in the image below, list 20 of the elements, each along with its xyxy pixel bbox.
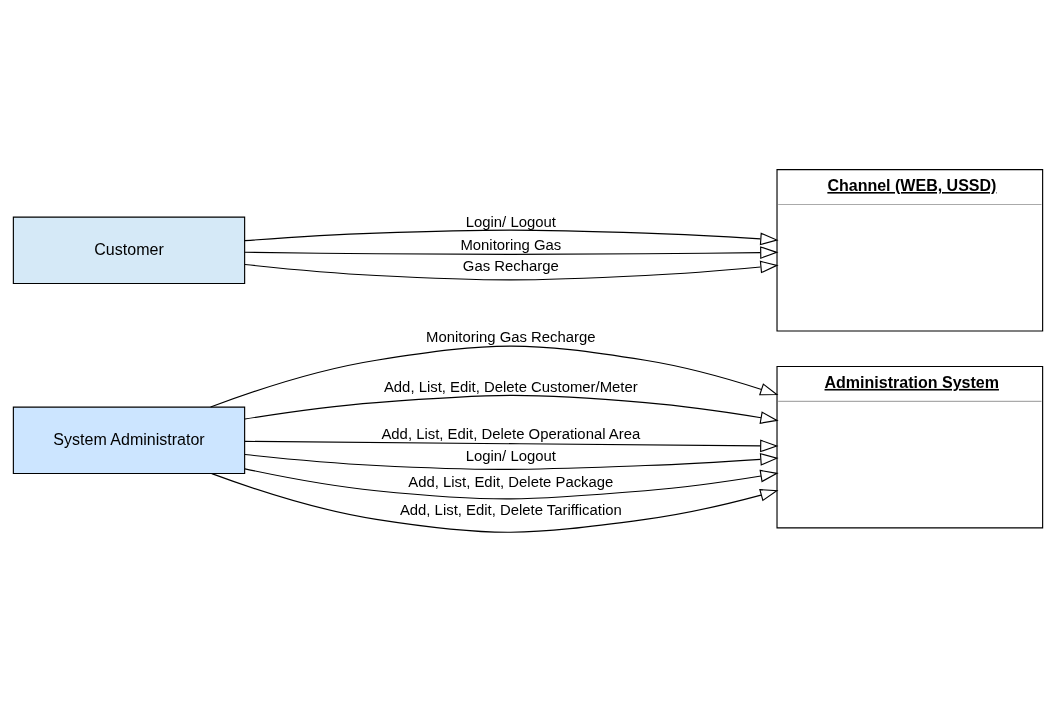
arrow [244, 260, 779, 281]
edge-label: Add, List, Edit, Delete Customer/Meter [383, 378, 638, 395]
edge-label: Monitoring Gas [460, 236, 562, 253]
node-box: Customer [12, 216, 246, 285]
arrow [244, 468, 779, 500]
node-box: System Administrator [12, 406, 246, 475]
edge-label: Add, List, Edit, Delete Operational Area [381, 425, 641, 442]
arrow [210, 345, 779, 408]
arrow [244, 229, 779, 246]
arrow [244, 439, 779, 453]
arrow [211, 473, 779, 533]
arrow [244, 394, 779, 424]
edge-label: Add, List, Edit, Delete Tariffication [399, 502, 622, 519]
arrow [244, 452, 779, 470]
edge-label: Login/ Logout [465, 448, 556, 465]
arrow [244, 246, 779, 259]
edge-label: Monitoring Gas Recharge [426, 329, 596, 346]
edge-label: Gas Recharge [462, 258, 559, 275]
edge-label: Add, List, Edit, Delete Package [408, 473, 614, 490]
edge-label: Login/ Logout [465, 213, 556, 230]
